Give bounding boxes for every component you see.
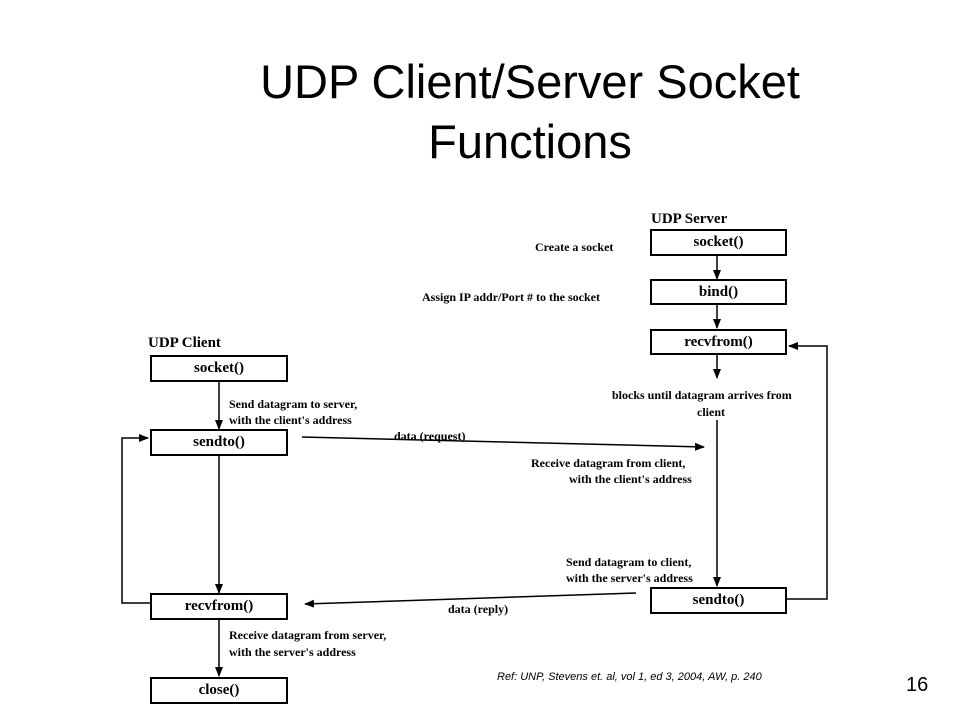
arrow-client-loop (121, 434, 150, 604)
client-receive-label-2: with the server's address (229, 645, 356, 659)
arrow-server-loop (787, 342, 828, 600)
client-send-label-2: with the client's address (229, 413, 352, 427)
slide-number: 16 (906, 674, 929, 696)
arrow-data-reply (304, 592, 637, 608)
server-create-label: Create a socket (535, 240, 614, 254)
data-reply-label: data (reply) (448, 602, 509, 616)
server-receive-label-2: with the client's address (569, 472, 692, 486)
server-sendto-box: sendto() (650, 587, 787, 614)
client-close-box: close() (150, 677, 288, 704)
reference-note: Ref: UNP, Stevens et. al, vol 1, ed 3, 2… (497, 671, 762, 683)
server-bind-box: bind() (650, 279, 787, 305)
server-recvfrom-box: recvfrom() (650, 329, 787, 355)
client-recvfrom-box: recvfrom() (150, 593, 288, 620)
data-request-label: data (request) (394, 429, 466, 443)
client-socket-box: socket() (150, 355, 288, 382)
arrow-data-request (301, 436, 705, 451)
server-assign-label: Assign IP addr/Port # to the socket (422, 290, 600, 304)
client-heading: UDP Client (148, 335, 221, 351)
server-blocks-label-1: blocks until datagram arrives from (612, 388, 792, 402)
server-heading: UDP Server (651, 211, 728, 227)
client-sendto-box: sendto() (150, 429, 288, 456)
server-blocks-label-2: client (697, 405, 725, 419)
server-send-label-2: with the server's address (566, 571, 693, 585)
server-send-label-1: Send datagram to client, (566, 555, 692, 569)
client-receive-label-1: Receive datagram from server, (229, 628, 387, 642)
slide-title: UDP Client/Server Socket Functions (260, 55, 800, 168)
server-receive-label-1: Receive datagram from client, (531, 456, 686, 470)
server-socket-box: socket() (650, 229, 787, 256)
client-send-label-1: Send datagram to server, (229, 397, 358, 411)
